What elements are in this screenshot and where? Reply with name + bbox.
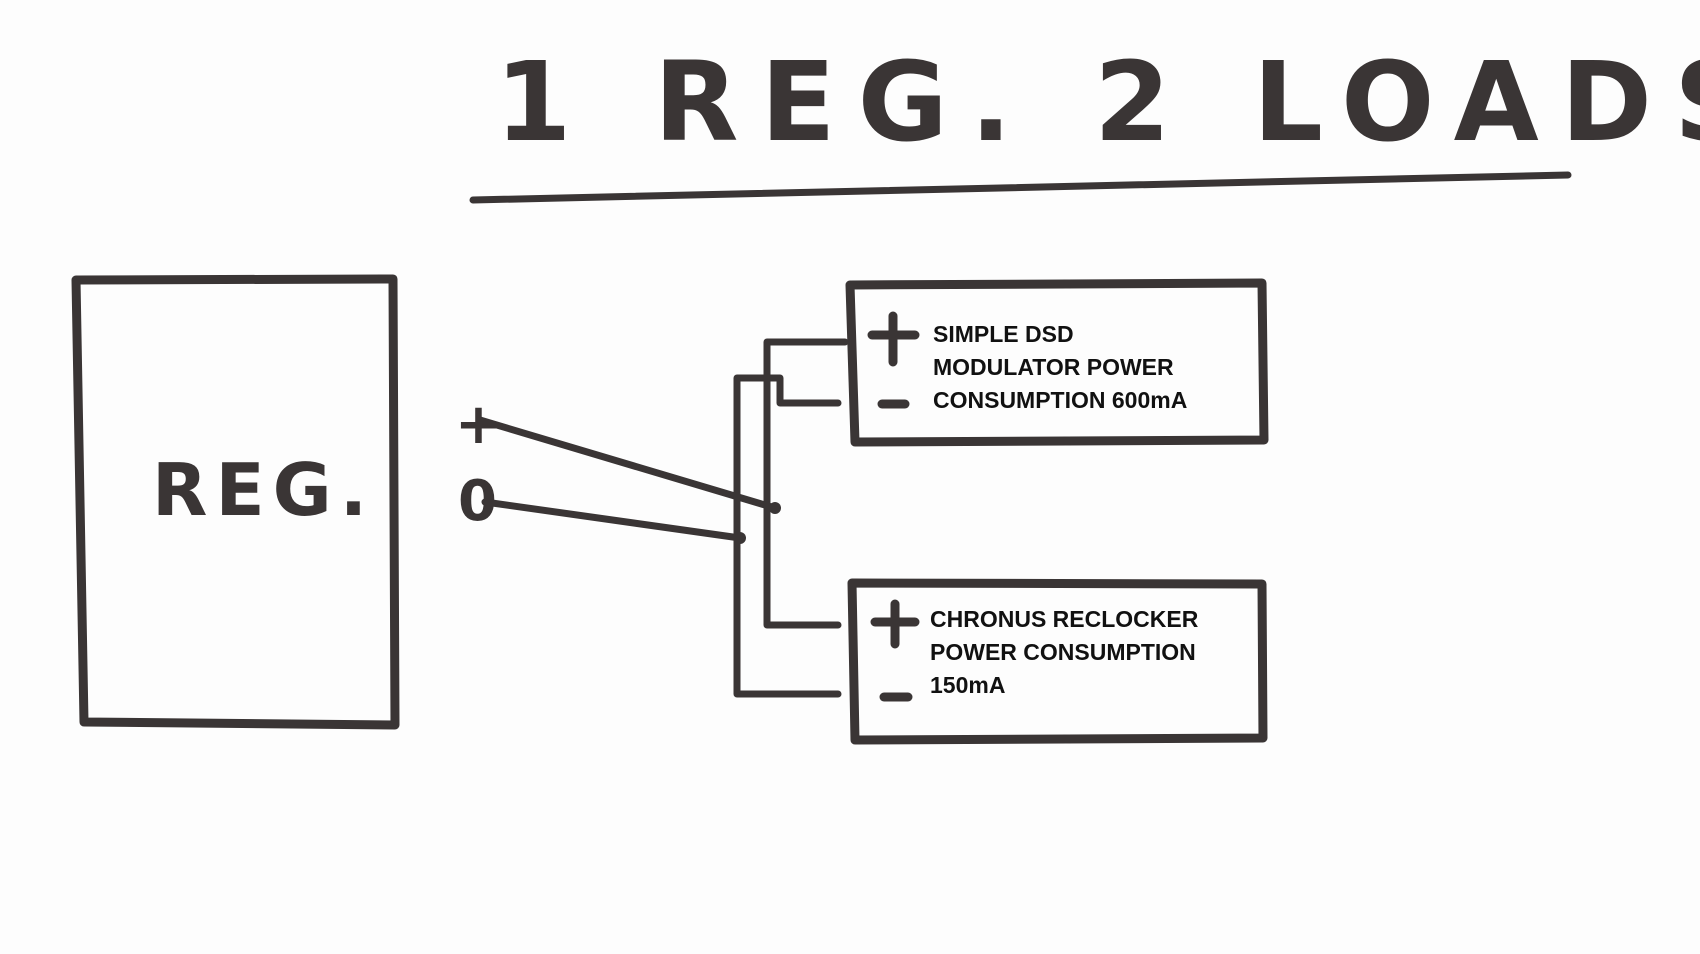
load-1-box <box>845 278 1269 447</box>
load-1-plus-icon <box>867 311 920 367</box>
load-2-label-line-2: POWER CONSUMPTION <box>930 639 1196 665</box>
diagram-title: 1 REG. 2 LOADS <box>495 38 1700 166</box>
load-2-label-line-3: 150mA <box>930 672 1005 698</box>
load-2-plus-icon <box>870 599 920 649</box>
load-1-label-line-3: CONSUMPTION 600mA <box>933 387 1187 413</box>
load-1-label-line-1: SIMPLE DSD <box>933 321 1074 347</box>
positive-feed-wire <box>476 416 779 512</box>
positive-junction-node <box>769 502 781 514</box>
load-1-label-line-2: MODULATOR POWER <box>933 354 1174 380</box>
negative-bus-wire <box>733 374 842 698</box>
zero-feed-wire <box>481 498 744 542</box>
regulator-label: REG. <box>152 448 375 532</box>
title-underline <box>469 171 1572 204</box>
load-2-label-line-1: CHRONUS RECLOCKER <box>930 606 1199 632</box>
regulator-box <box>71 274 400 730</box>
positive-bus-wire <box>763 338 849 629</box>
load-2-box <box>847 578 1268 745</box>
